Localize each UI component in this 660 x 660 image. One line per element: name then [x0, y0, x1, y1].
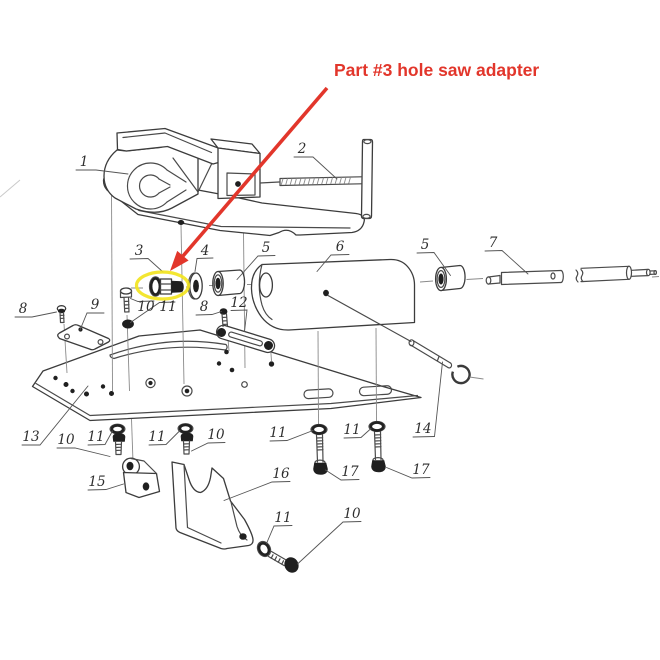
annotation-text: Part #3 hole saw adapter: [334, 60, 539, 80]
part-label-11: 11: [159, 299, 176, 315]
part-label-8: 8: [200, 299, 209, 315]
washer-bolt-group-c: [310, 423, 328, 475]
part-label-10: 10: [343, 506, 361, 522]
part-label-14: 14: [414, 421, 431, 437]
pin-and-circlip: [327, 294, 484, 437]
scan-artifact-line: [0, 179, 21, 198]
part-label-17: 17: [412, 462, 430, 478]
vise-assembly: [102, 127, 365, 237]
part-label-12: 12: [230, 295, 247, 311]
part-label-9: 9: [91, 297, 100, 313]
drive-shaft: [485, 265, 658, 286]
screw-8-left: [56, 305, 67, 324]
part-label-10: 10: [137, 299, 155, 315]
part-label-11: 11: [343, 422, 360, 438]
part-label-11: 11: [87, 429, 104, 445]
part-label-5: 5: [262, 240, 271, 256]
hole-saw-adapter: [148, 276, 184, 297]
part-label-17: 17: [341, 464, 359, 480]
red-arrow-shaft: [181, 86, 329, 258]
part-label-11: 11: [269, 425, 286, 441]
part-label-1: 1: [80, 154, 89, 170]
washer-4: [187, 272, 203, 300]
red-arrow-head: [170, 250, 189, 271]
part-label-5: 5: [421, 237, 430, 253]
washer-bolt-group-a: [109, 423, 126, 456]
yellow-highlight-ellipse: [134, 270, 191, 301]
part-label-10: 10: [57, 432, 75, 448]
cover-plate: [57, 324, 111, 351]
t-handle-screw: [279, 138, 374, 220]
part-label-11: 11: [148, 429, 165, 445]
spacer-5-right: [434, 264, 466, 292]
bearing-housing: [250, 258, 416, 331]
washer-bolt-group-bottom: [256, 540, 299, 573]
washer-bolt-group-d: [368, 420, 386, 473]
screw-8-mid: [219, 308, 229, 328]
spacer-5-left: [212, 269, 246, 297]
part-label-8: 8: [19, 301, 28, 317]
part-label-11: 11: [274, 510, 291, 526]
part-label-4: 4: [200, 243, 210, 259]
link-12: [215, 324, 276, 367]
part-label-15: 15: [88, 474, 105, 490]
part-label-10: 10: [207, 427, 225, 443]
label-leader-lines: [14, 156, 529, 565]
part-label-13: 13: [22, 429, 39, 445]
projection-lines: [63, 188, 660, 463]
washer-bolt-group-b: [177, 423, 194, 455]
part-label-16: 16: [272, 466, 290, 482]
annotation-overlay: Part #3 hole saw adapter: [134, 60, 539, 301]
part-label-7: 7: [489, 235, 498, 251]
part-label-2: 2: [297, 141, 307, 157]
part-label-3: 3: [135, 243, 144, 259]
bracket-16: [171, 461, 254, 550]
part-label-6: 6: [336, 239, 345, 255]
bracket-15: [121, 457, 161, 499]
